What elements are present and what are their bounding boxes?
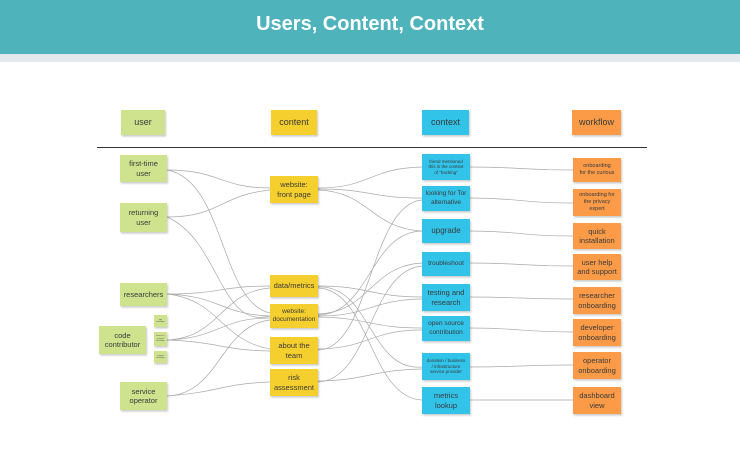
- connector: [166, 287, 271, 341]
- user-researchers[interactable]: researchers: [120, 283, 167, 306]
- content-data-metrics[interactable]: data/metrics: [270, 275, 318, 297]
- context-troubleshoot[interactable]: troubleshoot: [422, 252, 470, 276]
- content-front-page[interactable]: website: front page: [270, 176, 318, 203]
- connector: [166, 319, 271, 397]
- connector: [317, 368, 423, 382]
- heading-user[interactable]: user: [121, 110, 165, 135]
- header-bar: [0, 0, 740, 54]
- workflow-operator-onboarding[interactable]: operator onboarding: [573, 352, 621, 379]
- header-divider: [0, 54, 740, 62]
- mini-note-support-developer[interactable]: support developer: [154, 351, 167, 363]
- connector: [166, 189, 271, 218]
- connector: [469, 262, 574, 267]
- connector: [469, 230, 574, 237]
- heading-context[interactable]: context: [422, 110, 469, 135]
- user-returning[interactable]: returning user: [120, 203, 167, 232]
- connector: [317, 188, 423, 199]
- connector: [317, 166, 423, 189]
- context-testing-research[interactable]: testing and research: [422, 284, 470, 311]
- connector: [166, 216, 271, 318]
- heading-content[interactable]: content: [271, 110, 317, 135]
- connector: [166, 169, 271, 189]
- connector: [166, 339, 271, 352]
- mini-note-app-developer[interactable]: app developer: [154, 315, 167, 327]
- connector: [317, 298, 423, 317]
- user-first-time[interactable]: first-time user: [120, 155, 167, 182]
- connector: [317, 230, 423, 316]
- connector: [317, 285, 423, 298]
- context-donation[interactable]: donation / business / infrastructure ser…: [422, 353, 470, 380]
- connector: [317, 199, 423, 351]
- header-rule: [97, 147, 647, 148]
- connector: [166, 293, 271, 317]
- workflow-onboarding-curious[interactable]: onboarding for the curious: [573, 158, 621, 182]
- connector: [317, 316, 423, 329]
- context-upgrade[interactable]: upgrade: [422, 219, 470, 243]
- connector: [469, 166, 574, 171]
- connector: [166, 381, 271, 397]
- page-title: Users, Content, Context: [256, 13, 484, 35]
- workflow-dashboard-view[interactable]: dashboard view: [573, 387, 621, 414]
- content-about-team[interactable]: about the team: [270, 337, 318, 364]
- connector: [469, 364, 574, 368]
- context-looking-alternative[interactable]: looking for Tor alternative: [422, 186, 470, 211]
- context-open-source[interactable]: open source contribution: [422, 316, 470, 341]
- heading-workflow[interactable]: workflow: [572, 110, 621, 135]
- connector: [317, 265, 423, 383]
- connector: [469, 296, 574, 300]
- content-documentation[interactable]: website: documentation: [270, 304, 318, 328]
- user-code-contributor[interactable]: code contributor: [99, 326, 146, 354]
- connector: [166, 169, 271, 314]
- workflow-developer-onboarding[interactable]: developer onboarding: [573, 319, 621, 346]
- connector: [166, 317, 271, 341]
- content-risk-assessment[interactable]: risk assessment: [270, 369, 318, 396]
- connector: [317, 262, 423, 315]
- connector: [166, 293, 271, 350]
- connector: [317, 329, 423, 350]
- connector: [317, 189, 423, 232]
- connector: [166, 285, 271, 295]
- context-metrics-lookup[interactable]: metrics lookup: [422, 387, 470, 414]
- workflow-quick-installation[interactable]: quick installation: [573, 223, 621, 249]
- workflow-researcher-onboarding[interactable]: researcher onboarding: [573, 287, 621, 314]
- connector: [469, 327, 574, 333]
- connector: [469, 197, 574, 204]
- mini-note-browser-developer[interactable]: browser / network developer: [154, 332, 167, 346]
- workflow-onboarding-privacy[interactable]: onboarding for the privacy expert: [573, 189, 621, 216]
- connector: [317, 287, 423, 401]
- workflow-user-help[interactable]: user help and support: [573, 254, 621, 280]
- connector: [317, 286, 423, 368]
- user-service-operator[interactable]: service operator: [120, 382, 167, 410]
- context-friend-mentioned[interactable]: friend mentioned this in the context of …: [422, 154, 470, 180]
